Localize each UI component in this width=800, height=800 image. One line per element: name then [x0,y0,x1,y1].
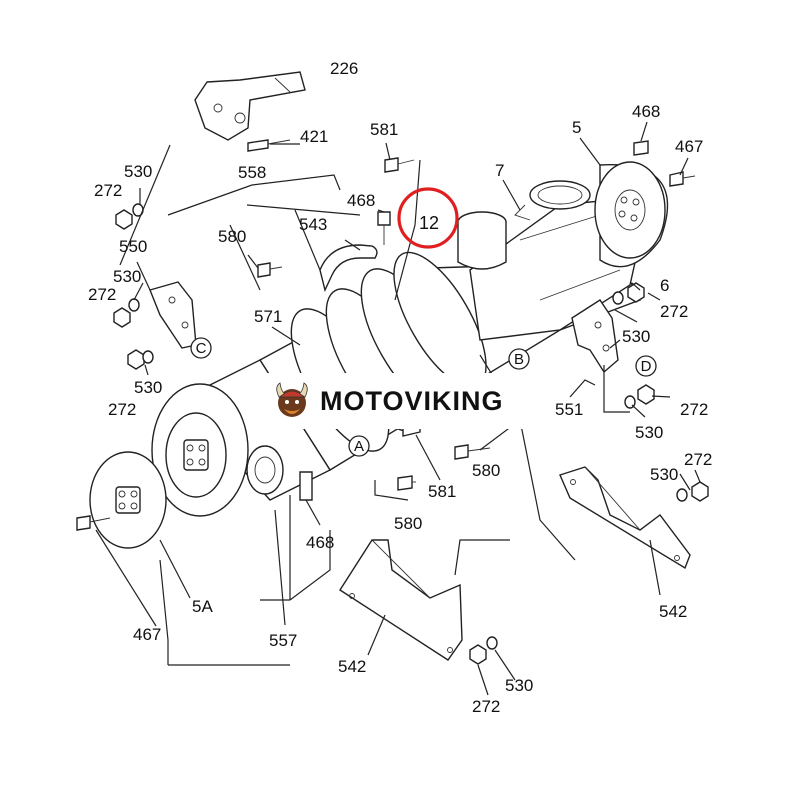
reference-markers: A B C D [190,337,657,457]
viking-logo-icon [276,382,308,417]
watermark-text: MOTOVIKING [320,385,504,416]
part-label: 571 [254,307,282,326]
part-label: 5 [572,118,581,137]
part-label: 530 [622,327,650,346]
part-label: 530 [113,267,141,286]
part-label: 530 [124,162,152,181]
part-label: 5A [192,597,213,616]
support-bracket-542-right [559,466,691,570]
part-label: 272 [660,302,688,321]
u-bolt [319,244,378,293]
part-label: 580 [218,227,246,246]
part-label: 467 [675,137,703,156]
part-label: 468 [632,102,660,121]
part-label: 467 [133,625,161,644]
part-label: 421 [300,127,328,146]
ref-letter-C: C [196,340,207,357]
part-label: 557 [269,631,297,650]
highlighted-part-label: 12 [419,213,439,233]
part-label: 468 [347,191,375,210]
part-label: 272 [108,400,136,419]
part-label: 542 [659,602,687,621]
inlet-section [89,359,332,549]
part-label: 530 [134,378,162,397]
ref-letter-A: A [354,438,364,455]
part-label: 558 [238,163,266,182]
highlight-ring [397,187,459,249]
part-label: 530 [505,676,533,695]
part-label: 580 [472,461,500,480]
part-label: 530 [635,423,663,442]
part-label: 543 [299,215,327,234]
part-label: 581 [428,482,456,501]
part-label: 272 [472,697,500,716]
right-end-cap [594,161,669,268]
ref-letter-D: D [641,358,652,375]
part-label: 580 [394,514,422,533]
part-label: 581 [370,120,398,139]
part-label: 272 [88,285,116,304]
part-label: 272 [94,181,122,200]
top-bracket [194,71,306,141]
part-label: 530 [650,465,678,484]
watermark-banner: MOTOVIKING [264,373,536,429]
fasteners [76,139,709,665]
part-label: 542 [338,657,366,676]
part-label: 7 [495,161,504,180]
leader-lines [95,121,701,696]
part-label: 272 [680,400,708,419]
part-label: 550 [119,237,147,256]
ref-letter-B: B [514,351,524,368]
part-label: 6 [660,276,669,295]
bracket-551 [571,299,619,374]
part-label: 272 [684,450,712,469]
part-label: 551 [555,400,583,419]
part-labels: 226 421 581 5 468 467 530 272 558 7 468 … [88,59,712,716]
bracket-550 [149,281,197,349]
support-bracket-542-left [339,539,463,661]
part-label: 468 [306,533,334,552]
part-label: 226 [330,59,358,78]
